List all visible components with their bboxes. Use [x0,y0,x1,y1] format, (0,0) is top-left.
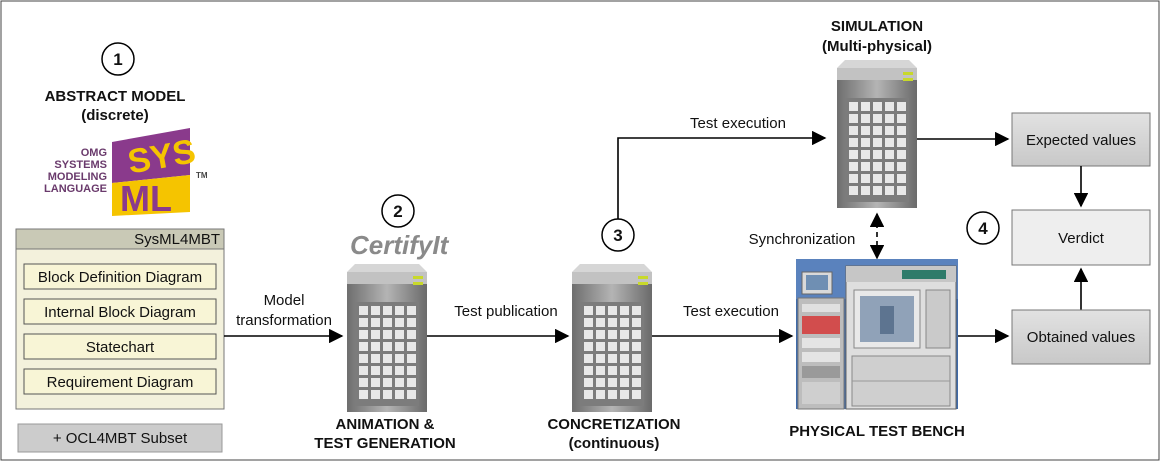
item-requirement: Requirement Diagram [47,374,194,391]
verdict-box [1011,209,1151,266]
item-statechart: Statechart [86,339,155,356]
ocl4mbt-subset-box [17,423,223,453]
ocl4mbt-subset-label: + OCL4MBT Subset [53,430,188,447]
item-block-definition: Block Definition Diagram [38,269,202,286]
abstract-model-title: ABSTRACT MODEL [45,88,186,105]
expected-values-label: Expected values [1026,132,1136,149]
sysml-logo: SYS ML TM OMG SYSTEMS MODELING LANGUAGE [44,128,208,219]
certifyit-logo: CertifyIt [350,230,450,260]
step-3-marker: 3 [601,218,635,252]
concretization-server-icon [572,264,652,412]
concretization-title: CONCRETIZATION [547,416,680,433]
obtained-values-label: Obtained values [1027,329,1135,346]
animation-title: ANIMATION & [336,416,435,433]
sysml-logo-tm: TM [196,171,208,180]
animation-server-icon [347,264,427,412]
item-requirement-box [23,368,217,395]
label-test-execution-bottom: Test execution [683,303,779,320]
step-1-number: 1 [113,50,122,69]
test-generation-title: TEST GENERATION [314,435,455,452]
physical-test-bench-image [796,259,958,410]
arrow-test-execution-simulation [617,130,827,219]
sysml-logo-modeling: MODELING [48,171,107,183]
sysml-logo-omg: OMG [81,147,107,159]
sysml-logo-systems: SYSTEMS [54,159,107,171]
label-test-publication: Test publication [454,303,557,320]
label-synchronization: Synchronization [749,231,856,248]
step-2-marker: 2 [381,194,415,228]
concretization-subtitle: (continuous) [569,435,660,452]
label-transformation: transformation [236,312,332,329]
physical-test-bench-title: PHYSICAL TEST BENCH [789,423,965,440]
step-4-marker: 4 [966,211,1000,245]
step-4-number: 4 [978,219,988,238]
sysml-logo-ml: ML [120,178,172,219]
sysml4mbt-header: SysML4MBT [134,231,220,248]
verdict-label: Verdict [1058,230,1105,247]
item-statechart-box [23,333,217,360]
obtained-values-box [1011,309,1151,365]
step-1-marker: 1 [101,42,135,76]
label-model: Model [264,292,305,309]
item-internal-block: Internal Block Diagram [44,304,196,321]
step-2-number: 2 [393,202,402,221]
abstract-model-subtitle: (discrete) [81,107,149,124]
label-test-execution-top: Test execution [690,115,786,132]
sysml-logo-language: LANGUAGE [44,183,107,195]
expected-values-box [1011,112,1151,167]
simulation-subtitle: (Multi-physical) [822,38,932,55]
item-internal-block-box [23,298,217,325]
simulation-server-icon [837,60,917,208]
simulation-title: SIMULATION [831,18,923,35]
item-block-definition-box [23,263,217,290]
sysml4mbt-panel: SysML4MBT Block Definition Diagram Inter… [15,228,225,410]
step-3-number: 3 [613,226,622,245]
